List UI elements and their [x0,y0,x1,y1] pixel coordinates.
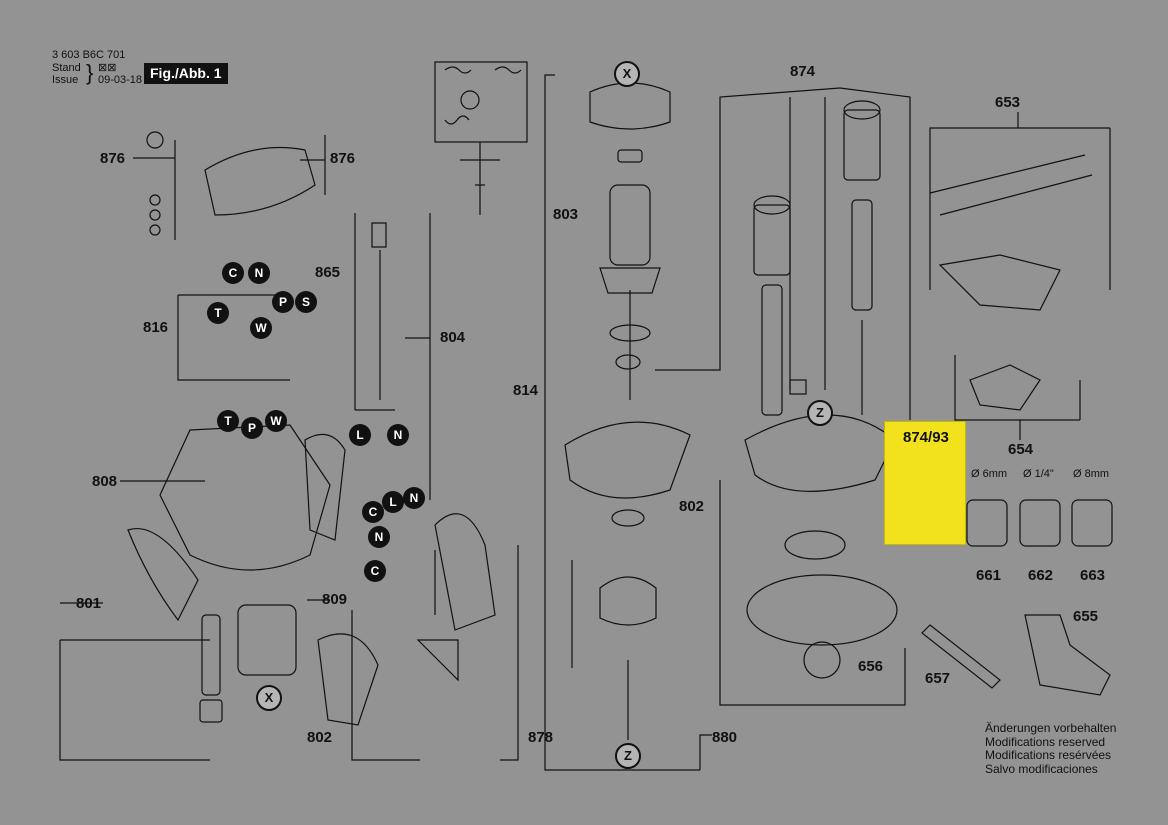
label-661: 661 [976,567,1002,584]
bracket-801 [59,640,210,761]
marker-z-base: Z [807,400,833,426]
marker-x-bottom: X [256,685,282,711]
issue-label: Issue [52,74,79,86]
label-662: 662 [1028,567,1054,584]
stand-label: Stand [52,62,81,74]
leader-654 [954,355,1021,440]
label-804: 804 [440,329,466,346]
issue-date: 09-03-18 [98,74,143,86]
dust-adapter [1024,614,1111,696]
label-814: 814 [513,382,539,399]
marker-n-3: N [403,487,425,509]
label-876-left: 876 [100,150,126,167]
marker-z-bottom: Z [615,743,641,769]
bit-size-quarter: Ø 1/4" [1023,468,1054,480]
marker-n-4: N [368,526,390,548]
label-874-93: 874/93 [903,429,949,446]
spring-right [843,109,881,181]
label-803: 803 [553,206,579,223]
marker-c: C [222,262,244,284]
label-657: 657 [925,670,951,687]
doc-number: 3 603 B6C 701 [52,49,126,61]
spring-left [753,204,791,276]
marker-t: T [207,302,229,324]
modification-notes: Änderungen vorbehalten Modifications res… [985,721,1117,776]
field-coil [237,604,297,676]
label-802-centre: 802 [679,498,705,515]
label-874: 874 [790,63,816,80]
bit-size-8mm: Ø 8mm [1073,468,1110,480]
top-cap [589,82,671,130]
label-876-right: 876 [330,150,356,167]
marker-l-2: L [382,491,404,513]
marker-n-2: N [387,424,409,446]
label-816: 816 [143,319,169,336]
label-655: 655 [1073,608,1099,625]
marker-p: P [272,291,294,313]
label-654: 654 [1008,441,1034,458]
top-cover [204,146,316,216]
bracket-814 [544,74,620,771]
note-fr: Modifications resérvées [985,748,1112,762]
marker-l: L [349,424,371,446]
bit-size-6mm: Ø 6mm [971,468,1008,480]
collet-663 [1071,499,1113,547]
label-801: 801 [76,595,102,612]
label-880: 880 [712,729,738,746]
label-802-left: 802 [307,729,333,746]
label-663: 663 [1080,567,1106,584]
brace-icon: } [86,60,94,85]
armature [609,184,651,266]
figure-tag: Fig./Abb. 1 [144,63,228,84]
marker-x-top: X [614,61,640,87]
highlight-874-93[interactable] [884,421,966,545]
stand-struck-icon: ⊠⊠ [98,62,117,74]
leader-653 [929,112,1019,290]
bearing-plate [564,421,691,499]
label-653: 653 [995,94,1021,111]
note-es: Salvo modificaciones [985,761,1098,776]
router-base [744,414,896,492]
wrench [921,624,1001,689]
marker-s: S [295,291,317,313]
motor-housing-608 [159,424,331,571]
note-de: Änderungen vorbehalten [985,721,1117,735]
bracket-816 [177,295,290,381]
guide-rod [929,154,1086,194]
collet-662 [1019,499,1061,547]
marker-c-2: C [362,501,384,523]
marker-w: W [250,317,272,339]
label-809: 809 [322,591,348,608]
plug [371,222,387,248]
schematic-box [434,61,528,143]
leader-874 [655,87,841,371]
label-808: 808 [92,473,118,490]
marker-w-2: W [265,410,287,432]
label-865: 865 [315,264,341,281]
label-656: 656 [858,658,884,675]
marker-t-2: T [217,410,239,432]
collet-661 [966,499,1008,547]
marker-c-3: C [364,560,386,582]
base-plate [746,574,898,646]
bracket-878 [500,545,519,761]
label-878: 878 [528,729,554,746]
marker-n: N [248,262,270,284]
note-en: Modifications reserved [985,734,1106,749]
bracket-880 [719,480,906,706]
marker-p-2: P [241,417,263,439]
